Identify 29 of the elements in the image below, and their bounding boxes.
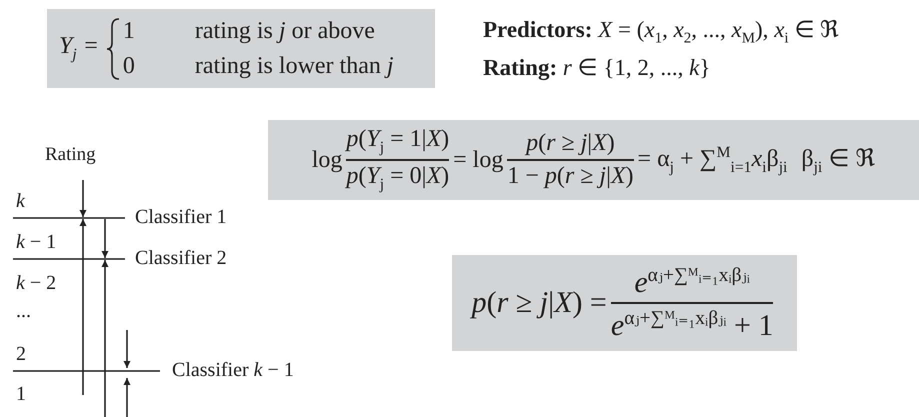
formula-text: 1 (122, 18, 135, 44)
formula-text: = α$_{j}$ + ∑$^{M}$$_{i=1}$x$_{i}$β$_{ji}$ (638, 144, 788, 176)
formula-text: = log (453, 146, 504, 174)
formula-text: rating is j or above (194, 18, 376, 44)
rating-level: 1 (16, 383, 26, 406)
formula-text: p(r ≥ j|X) (526, 130, 615, 156)
rating-level: k − 2 (16, 272, 56, 295)
formula-box (47, 9, 435, 88)
rating-level: 2 (16, 343, 26, 366)
rating-level: k (16, 190, 25, 213)
formula-text: 0 (122, 52, 135, 80)
axis-title: Rating (45, 144, 96, 166)
rating-level: ... (16, 300, 31, 323)
classifier-label: Classifier 1 (135, 206, 227, 229)
classifier-label: Classifier k − 1 (172, 359, 294, 382)
formula-text: p(r ≥ j|X) = (472, 286, 607, 320)
definition-text: Predictors: X = (x$_{1}$, x$_{2}$, ..., x$_{M}$), x$_{i}$ ∈ ℜ (483, 16, 840, 48)
formula-text: β$_{ji}$ ∈ ℜ (801, 144, 876, 176)
formula-box (268, 120, 919, 200)
classifier-label: Classifier 2 (135, 247, 227, 270)
formula-text: 1 − p(r ≥ j|X) (507, 163, 634, 189)
formula-text: e$^{αⱼ+∑ᴹᵢ₌₁xᵢβⱼᵢ}$ + 1 (610, 309, 774, 342)
formula-box (452, 255, 797, 351)
formula-text: log (312, 146, 342, 174)
definition-text: Rating: r ∈ {1, 2, ..., k} (483, 54, 710, 81)
formula-text: Y$_{j}$ = (59, 33, 99, 64)
formula-text: rating is lower than j (194, 52, 394, 80)
formula-text: e$^{αⱼ+∑ᴹᵢ₌₁xᵢβⱼᵢ}$ (634, 266, 750, 299)
rating-level: k − 1 (16, 231, 56, 254)
